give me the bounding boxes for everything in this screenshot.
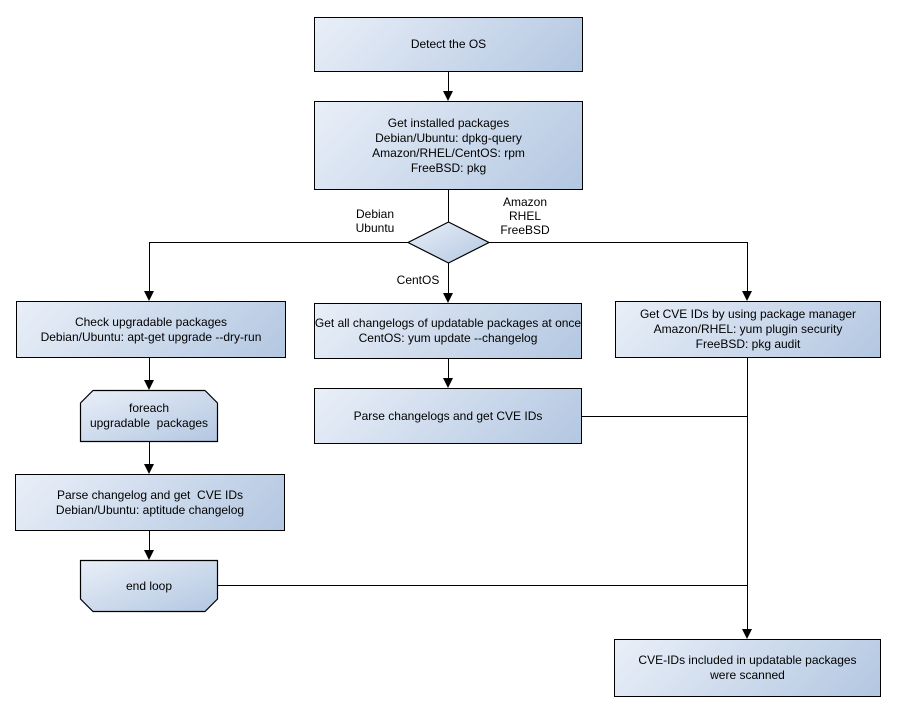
edge-right-down xyxy=(747,242,748,291)
arrowhead-foreach xyxy=(144,380,154,390)
loop-end-shape xyxy=(79,559,219,613)
edge-detect-to-installed xyxy=(448,72,449,92)
edge-parse-to-endloop xyxy=(149,531,150,550)
edge-decision-right xyxy=(489,242,748,243)
os-decision-diamond xyxy=(406,221,491,264)
edge-endloop-to-merge xyxy=(218,585,748,586)
arrowhead-check-upgradable xyxy=(144,291,154,301)
edge-changelogs-to-parse xyxy=(448,359,449,378)
edge-label-debian-ubuntu: Debian Ubuntu xyxy=(355,207,395,235)
node-get-all-changelogs: Get all changelogs of updatable packages… xyxy=(314,303,582,359)
node-parse-changelog-debian: Parse changelog and get CVE IDs Debian/U… xyxy=(15,474,285,531)
node-foreach-upgradable-packages: foreach upgradable packages xyxy=(89,401,209,430)
edge-label-amazon-rhel-freebsd: Amazon RHEL FreeBSD xyxy=(500,195,550,237)
arrowhead-end-loop xyxy=(144,550,154,560)
edge-label-centos: CentOS xyxy=(396,273,440,287)
arrowhead-scanned-result xyxy=(742,629,752,639)
node-scanned-result: CVE-IDs included in updatable packages w… xyxy=(614,639,881,697)
edge-installed-to-decision xyxy=(448,190,449,222)
arrowhead-parse-changelogs xyxy=(443,378,453,388)
edge-decision-down xyxy=(448,262,449,293)
arrowhead-installed xyxy=(443,91,453,101)
edge-check-to-foreach xyxy=(149,358,150,380)
edge-foreach-to-parse xyxy=(149,442,150,464)
edge-decision-left xyxy=(149,242,409,243)
node-get-installed-packages: Get installed packages Debian/Ubuntu: dp… xyxy=(314,101,583,190)
node-end-loop: end loop xyxy=(125,578,173,593)
arrowhead-parse-debian xyxy=(144,464,154,474)
node-get-cve-ids-pkg-manager: Get CVE IDs by using package manager Ama… xyxy=(615,301,881,358)
node-check-upgradable-packages: Check upgradable packages Debian/Ubuntu:… xyxy=(16,301,286,358)
node-detect-os: Detect the OS xyxy=(314,17,583,72)
node-parse-changelogs-cve: Parse changelogs and get CVE IDs xyxy=(314,388,582,444)
edge-parse-changelogs-to-merge xyxy=(582,416,748,417)
edge-left-down xyxy=(149,242,150,291)
loop-start-shape xyxy=(79,389,219,443)
arrowhead-all-changelogs xyxy=(443,293,453,303)
edge-merge-down xyxy=(747,358,748,629)
arrowhead-cve-pkg-manager xyxy=(742,291,752,301)
